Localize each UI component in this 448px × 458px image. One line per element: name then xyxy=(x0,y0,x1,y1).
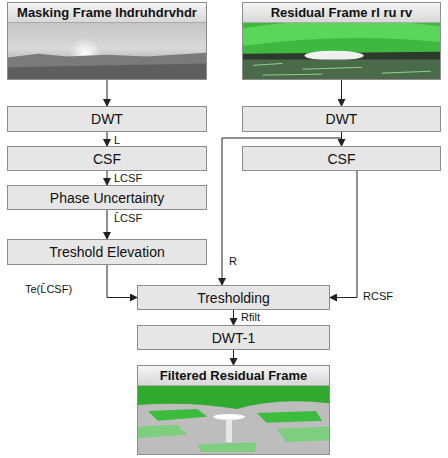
signal-label: L̄CSF xyxy=(113,212,143,224)
process-box: Treshold Elevation xyxy=(7,239,207,265)
flow-arrow xyxy=(330,171,357,298)
box-label: Tresholding xyxy=(197,290,270,306)
signal-label: LCSF xyxy=(113,172,143,184)
signal-label: Rfilt xyxy=(240,311,261,323)
process-box: CSF xyxy=(242,146,441,171)
box-label: Phase Uncertainty xyxy=(50,190,164,206)
box-label: Filtered Residual Frame xyxy=(138,366,329,386)
box-label: Masking Frame lhdruhdrvhdr xyxy=(8,3,206,23)
flow-arrow xyxy=(233,310,234,325)
flow-arrow xyxy=(107,132,108,146)
flow-arrow xyxy=(107,210,108,239)
signal-label: Te(L̄CSF) xyxy=(24,283,73,295)
flow-arrow xyxy=(341,80,342,106)
image-frame: Masking Frame lhdruhdrvhdr xyxy=(7,2,207,80)
box-label: DWT-1 xyxy=(212,330,256,346)
flow-arrow xyxy=(233,350,234,365)
process-box: DWT xyxy=(7,106,207,132)
signal-label: RCSF xyxy=(362,290,394,302)
box-label: Residual Frame rl ru rv xyxy=(243,3,440,23)
process-box: Tresholding xyxy=(137,285,330,310)
box-label: CSF xyxy=(328,151,356,167)
flow-arrow xyxy=(107,265,137,298)
process-box: Phase Uncertainty xyxy=(7,185,207,210)
signal-label: L xyxy=(113,134,121,146)
image-frame: Filtered Residual Frame xyxy=(137,365,330,455)
process-box: CSF xyxy=(7,146,207,171)
image-frame: Residual Frame rl ru rv xyxy=(242,2,441,80)
flow-arrow xyxy=(107,80,108,106)
box-label: Treshold Elevation xyxy=(49,244,164,260)
box-label: DWT xyxy=(91,111,123,127)
signal-label: R xyxy=(228,255,238,267)
process-box: DWT-1 xyxy=(137,325,330,350)
box-label: DWT xyxy=(326,111,358,127)
box-label: CSF xyxy=(93,151,121,167)
process-box: DWT xyxy=(242,106,441,132)
flow-arrow xyxy=(107,171,108,185)
